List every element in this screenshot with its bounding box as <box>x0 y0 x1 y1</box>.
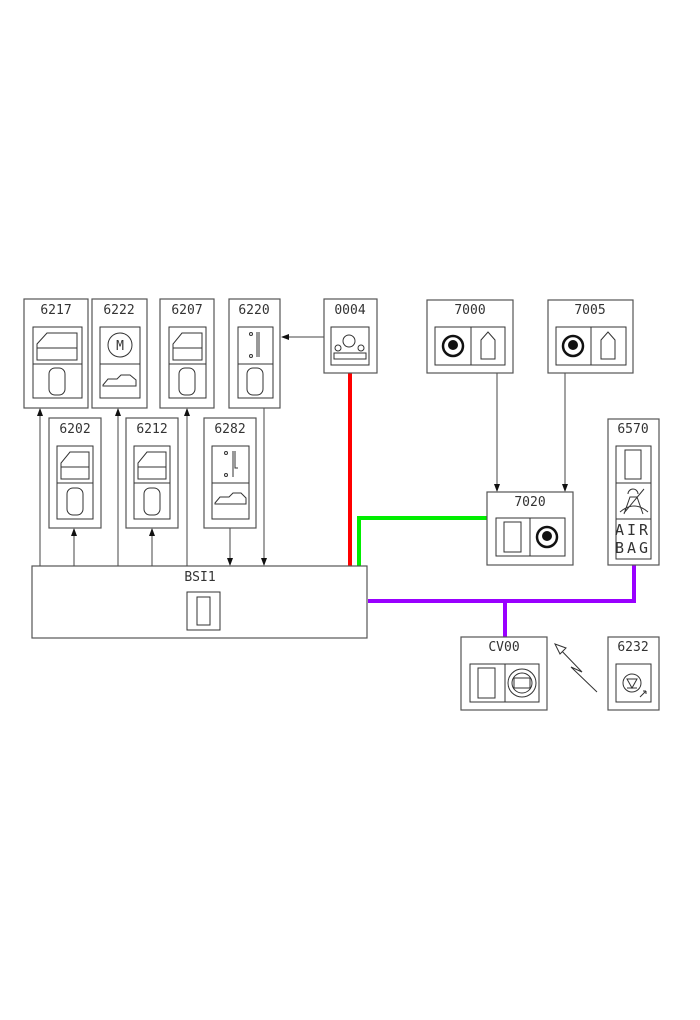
connections <box>37 334 636 693</box>
module-7005[interactable]: 7005 <box>547 299 634 374</box>
module-6220[interactable]: 6220 <box>228 298 281 409</box>
module-bsi1[interactable]: BSI1 <box>31 565 368 639</box>
module-6217[interactable]: 6217 <box>23 298 89 409</box>
module-code: 6570 <box>617 422 648 437</box>
module-code: 7020 <box>514 495 545 510</box>
instrument-cluster-icon <box>342 334 356 348</box>
module-6212[interactable]: 6212 <box>125 417 179 529</box>
ecu-chip-icon <box>503 521 522 553</box>
wireless-link-icon <box>556 645 598 693</box>
ecu-chip-icon <box>196 596 211 626</box>
airbag-label-line1: AIR <box>615 521 651 539</box>
module-code: 6220 <box>238 303 269 318</box>
motor-letter: M <box>116 339 124 354</box>
window-door-icon <box>137 451 167 480</box>
module-code: 6212 <box>136 422 167 437</box>
car-top-view-icon <box>143 487 161 516</box>
tailgate-lock-icon <box>232 451 238 477</box>
purple-link-bsi1-6570 <box>368 565 636 603</box>
module-0004[interactable]: 0004 <box>323 298 378 374</box>
module-code: 6217 <box>40 303 71 318</box>
immobilizer-icon <box>441 334 465 358</box>
module-6202[interactable]: 6202 <box>48 417 102 529</box>
immobilizer-icon <box>561 334 585 358</box>
car-top-view-icon <box>246 367 264 396</box>
module-code: CV00 <box>488 640 519 655</box>
ecu-chip-icon <box>477 667 496 699</box>
wireless-arrowhead-icon <box>553 643 567 655</box>
seatbelt-icon <box>619 488 649 515</box>
green-link-bsi1-7020 <box>357 516 487 566</box>
steering-switch-icon <box>507 668 537 698</box>
module-code: 7005 <box>574 303 605 318</box>
receiver-diode-icon <box>622 673 642 693</box>
module-code: 6232 <box>617 640 648 655</box>
module-7020[interactable]: 7020 <box>486 491 574 566</box>
ecu-chip-icon <box>624 449 642 480</box>
car-top-view-icon <box>178 367 196 396</box>
airbag-label-line2: BAG <box>615 539 651 557</box>
module-code: 6222 <box>103 303 134 318</box>
module-code: 0004 <box>334 303 365 318</box>
module-code: 6207 <box>171 303 202 318</box>
module-6570[interactable]: 6570 AIR BAG <box>607 418 660 566</box>
module-code: 7000 <box>454 303 485 318</box>
module-7000[interactable]: 7000 <box>426 299 514 374</box>
car-top-view-icon <box>66 487 84 516</box>
immobilizer-icon <box>535 525 559 549</box>
car-side-icon <box>102 374 137 387</box>
module-6282[interactable]: 6282 <box>203 417 257 529</box>
key-icon <box>480 331 496 360</box>
window-door-icon <box>60 451 90 480</box>
module-code: 6282 <box>214 422 245 437</box>
module-6232[interactable]: 6232 <box>607 636 660 711</box>
module-6207[interactable]: 6207 <box>159 298 215 409</box>
module-code: 6202 <box>59 422 90 437</box>
key-icon <box>600 331 616 360</box>
module-code: BSI1 <box>184 570 215 585</box>
module-6222[interactable]: 6222 M <box>91 298 148 409</box>
door-lock-icon <box>256 332 260 357</box>
window-door-icon <box>36 332 78 361</box>
module-cv00[interactable]: CV00 <box>460 636 548 711</box>
car-top-view-icon <box>48 367 66 396</box>
motor-icon <box>107 332 133 358</box>
window-door-icon <box>172 332 203 361</box>
car-side-icon <box>214 492 247 505</box>
